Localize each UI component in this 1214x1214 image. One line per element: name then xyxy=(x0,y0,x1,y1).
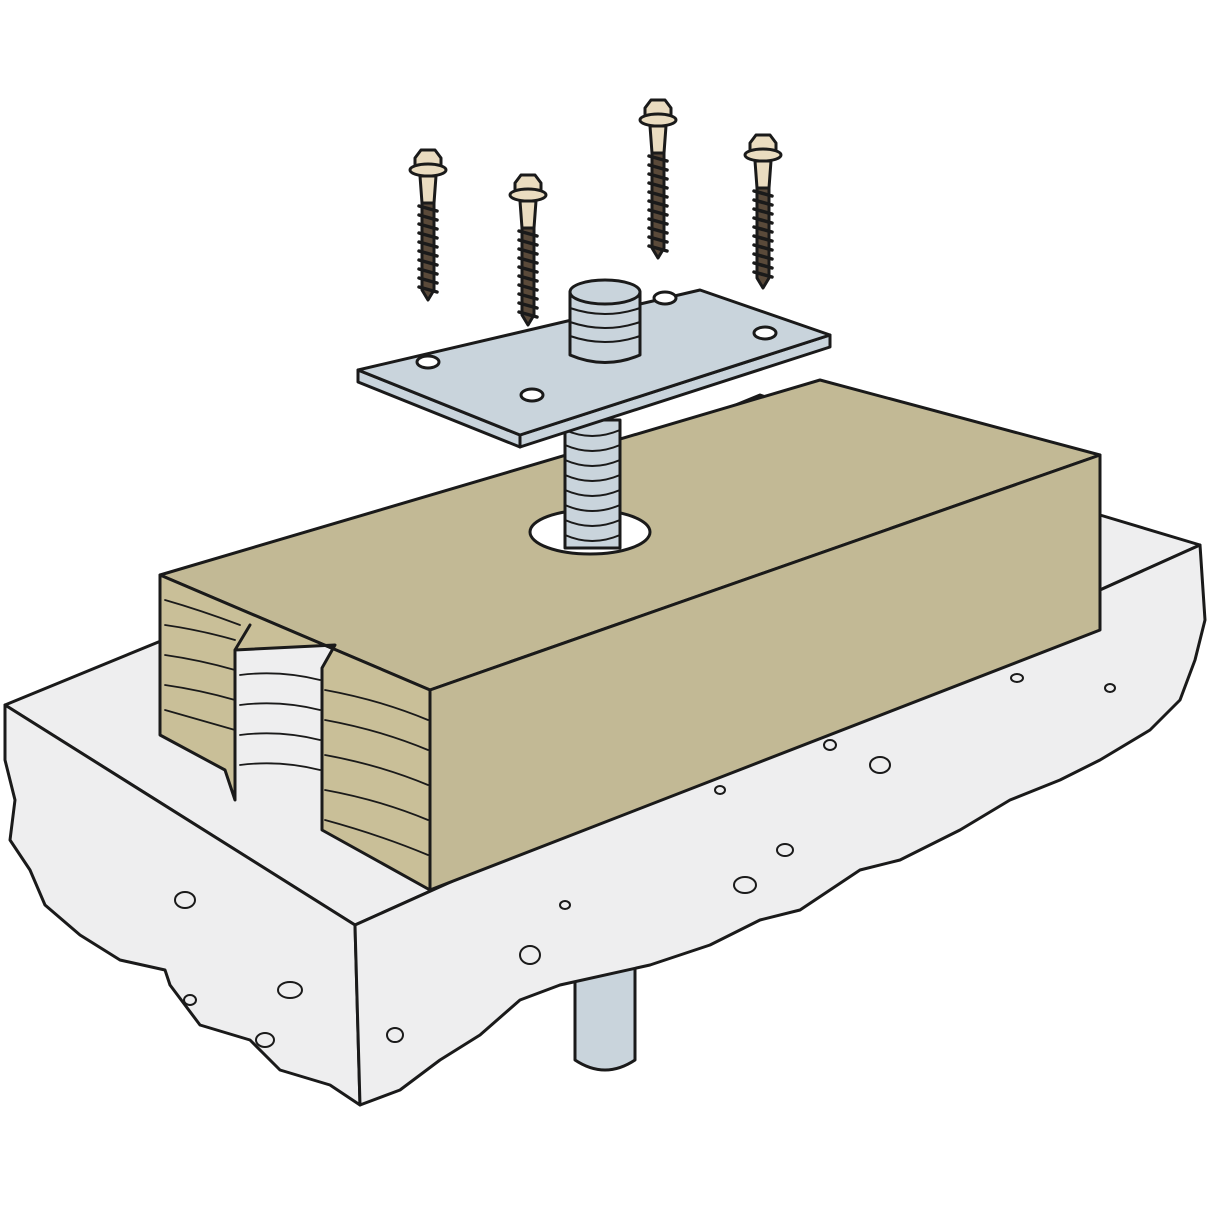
anchor-rod-bottom xyxy=(573,958,637,1072)
concrete-aggregate xyxy=(174,673,1116,1048)
threaded-rod-top xyxy=(568,278,642,364)
wood-end-face xyxy=(158,573,432,892)
plate-hole xyxy=(519,387,545,403)
wood-grain xyxy=(164,599,429,856)
concrete-front-face xyxy=(3,703,362,1107)
plate-hole xyxy=(652,290,678,306)
plate-hole xyxy=(752,325,778,341)
screw-icon xyxy=(408,148,448,302)
plate-hole xyxy=(415,354,441,370)
threaded-rod xyxy=(563,418,622,550)
screw-icon xyxy=(638,98,678,260)
concrete-right-face xyxy=(353,543,1207,1107)
screw-icon xyxy=(743,133,783,290)
screw-icon xyxy=(508,173,548,327)
wood-sill-plate xyxy=(158,378,1102,892)
